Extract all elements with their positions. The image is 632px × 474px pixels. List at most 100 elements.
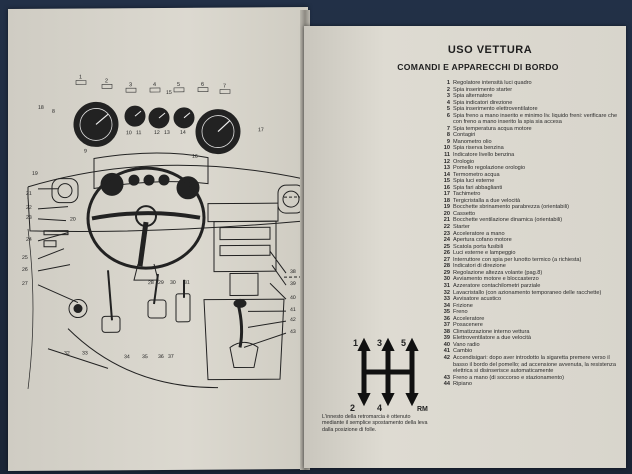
legend-number: 8 [446,132,450,139]
legend-text: Vano radio [453,341,480,348]
legend-number: 26 [443,250,450,257]
callout-28: 28 [148,280,154,286]
legend-text: Interruttore con spia per lunotto termic… [453,256,582,263]
dashboard-outline [27,152,308,389]
legend-text: Spia inserimento starter [453,86,513,93]
legend-number: 3 [446,93,450,100]
callout-41: 41 [290,307,296,313]
legend-text: Contagiri [453,132,476,139]
legend-number: 15 [443,178,450,185]
callout-36: 36 [158,354,164,360]
legend-text: Elettroventilatore a due velocità [453,335,532,342]
legend-number: 29 [443,269,450,276]
legend-text: Avviamento motore e bloccasterzo [453,276,539,283]
callout-38: 38 [290,269,296,275]
legend-text: Termometro acqua [453,171,500,178]
legend-number: 32 [443,289,450,296]
legend-number: 28 [443,263,450,270]
callout-24: 24 [26,237,32,243]
legend-text: Bocchette ventilazione dinamica (orienta… [453,217,563,224]
legend-number: 31 [443,282,450,289]
legend-text: Cambio [453,348,473,355]
accelerator-pedal [175,293,191,323]
gear-5-label: 5 [401,338,406,348]
legend-text: Lavacristallo (con azionamento temporane… [453,289,602,296]
legend-number: 12 [443,158,450,165]
knob-left [68,299,88,319]
legend-number: 39 [443,335,450,342]
legend-text: Regolatore intensità luci quadro [453,80,532,86]
legend-text: Azzeratore contachilometri parziale [453,282,541,289]
legend-number: 34 [443,302,450,309]
legend-text: Spia fari abbaglianti [453,184,503,191]
callout-9: 9 [84,148,87,154]
callout-22: 22 [26,205,32,211]
legend-text: Acceleratore a mano [453,230,505,237]
clutch-pedal [101,315,121,333]
gear-2-label: 2 [350,403,355,412]
callout-27: 27 [22,281,28,287]
top-callouts [75,80,231,94]
legend-number: 19 [443,204,450,211]
legend-text: Spia freno a mano inserito e minimo liv.… [453,112,618,126]
callout-25: 25 [22,255,28,261]
legend-number: 38 [443,328,450,335]
legend-text: Posacenere [453,322,483,329]
callout-12: 12 [154,130,160,136]
legend-number: 35 [443,309,450,316]
brake-pedal [147,299,167,319]
instrument-hood [93,152,209,190]
legend-number: 33 [443,296,450,303]
callout-15: 15 [166,90,172,96]
legend-text: Pomello regolazione orologio [453,165,526,172]
gear-1-label: 1 [353,338,358,348]
legend-number: 10 [443,145,450,152]
callout-7: 7 [223,84,226,90]
legend-text: Acceleratore [453,315,485,322]
legend-number: 42 [443,354,450,361]
callout-26: 26 [22,267,28,273]
legend-text: Spia alternatore [453,93,493,100]
legend-text: Tergicristalla a due velocità [453,197,521,204]
legend-text: Spia indicatori direzione [453,99,513,106]
legend-number: 17 [443,191,450,198]
callout-21: 21 [26,191,32,197]
legend-text: Spia luci esterne [453,178,495,185]
legend-number: 30 [443,276,450,283]
steering-wheel [86,166,206,270]
gauge-cluster [73,101,241,155]
legend-text: Frizione [453,302,473,309]
gear-reverse-label: RM [417,406,428,412]
callout-2: 2 [105,78,108,84]
legend-text: Avvisatore acustico [453,296,502,303]
gear-3-label: 3 [377,338,382,348]
legend-number: 2 [446,86,450,93]
callout-37: 37 [168,354,174,360]
